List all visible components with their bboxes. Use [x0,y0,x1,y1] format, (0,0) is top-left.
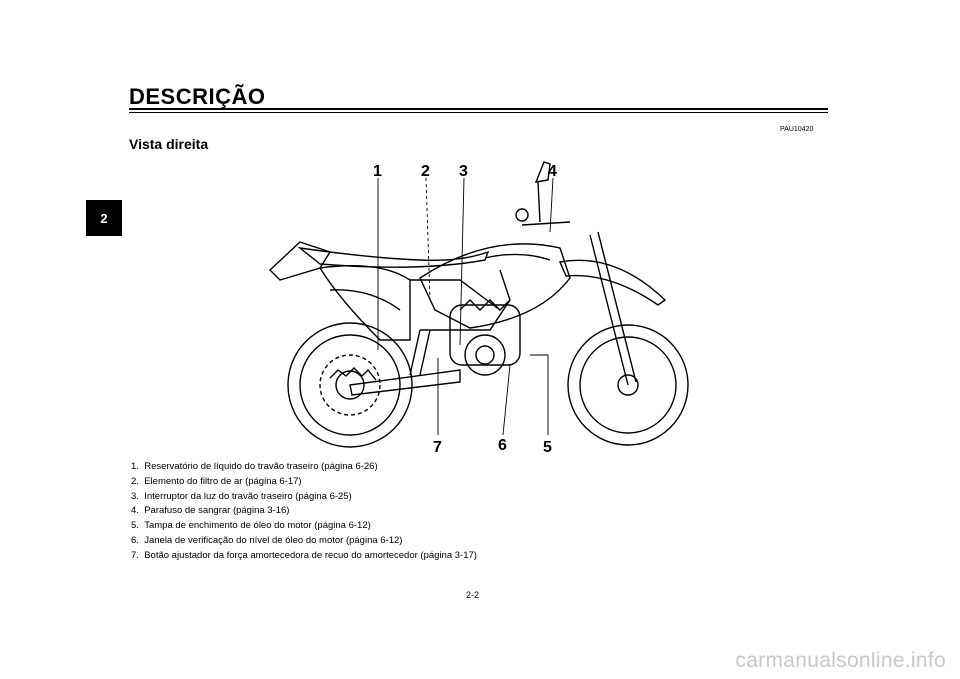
callout-5: 5 [543,439,552,456]
front-wheel [567,324,689,446]
callout-1: 1 [373,163,382,180]
title-rule-thick [129,108,828,110]
callout-3: 3 [459,163,468,180]
section-subtitle: Vista direita [129,136,209,152]
chapter-tab: 2 [86,200,122,236]
leader-line-6 [502,364,511,436]
legend-item: 1. Reservatório de líquido do travão tra… [131,461,378,472]
leader-line-5 [530,354,549,435]
callout-6: 6 [498,437,507,454]
leader-line-3 [459,177,465,346]
legend-item: 4. Parafuso de sangrar (página 3-16) [131,505,290,517]
watermark: carmanualsonline.info [735,649,946,672]
title-rule-thin [129,112,828,113]
legend-item: 2. Elemento do filtro de ar (página 6-17… [131,475,302,487]
leader-line-2 [425,177,431,301]
page-title: DESCRIÇÃO [129,84,266,109]
legend-item: 3. Interruptor da luz do travão traseiro… [131,490,352,502]
parts-legend: 1. Reservatório de líquido do travão tra… [131,460,491,564]
motorcycle-illustration: 1 2 3 4 5 6 7 [268,161,689,456]
callout-7: 7 [433,439,442,456]
legend-item: 6. Janela de verificação do nível de óle… [131,534,403,546]
callout-4: 4 [548,163,557,180]
leader-line-4 [549,177,554,233]
legend-item: 5. Tampa de enchimento de óleo do motor … [131,520,371,532]
callout-2: 2 [421,163,430,180]
legend-item: 7. Botão ajustador da força amortecedora… [131,549,477,561]
document-code: PAU10420 [780,126,814,133]
rear-wheel [287,322,413,448]
page-number: 2-2 [466,590,480,600]
